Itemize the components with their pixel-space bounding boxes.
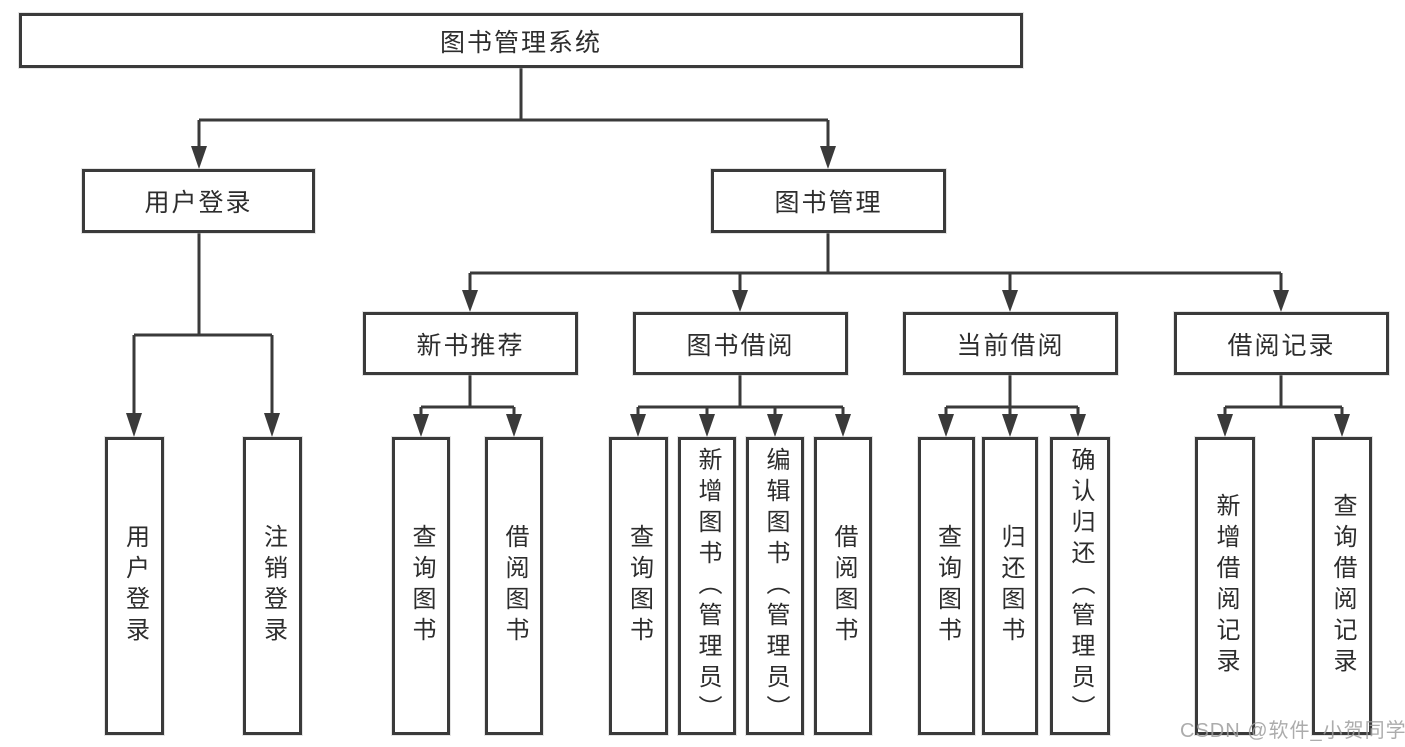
node-borrow-records: 借阅记录 [1174,312,1389,375]
node-label: 注销登录 [259,524,287,648]
node-label: 借阅图书 [830,524,857,648]
leaf-return-book: 归还图书 [982,437,1038,735]
leaf-confirm-return-admin: 确认归还（管理员） [1050,437,1110,735]
leaf-borrow-books-1: 借阅图书 [485,437,543,735]
node-label: 归还图书 [997,524,1024,648]
node-book-borrow: 图书借阅 [633,312,848,375]
csdn-watermark: CSDN @软件_小贺同学 [1180,720,1405,742]
node-label: 图书管理系统 [439,28,602,57]
node-label: 用户登录 [144,189,253,217]
leaf-query-books-3: 查询图书 [918,437,975,735]
node-label: 用户登录 [121,524,149,648]
node-label: 当前借阅 [956,331,1065,360]
node-label: 查询图书 [625,524,653,648]
node-label: 新书推荐 [416,331,525,360]
node-library-system: 图书管理系统 [19,13,1023,68]
node-label: 借阅记录 [1227,331,1336,360]
node-user-login: 用户登录 [82,169,315,233]
node-label: 查询借阅记录 [1329,493,1356,679]
node-label: 确认归还（管理员） [1067,446,1094,726]
node-label: 图书借阅 [686,331,795,360]
node-label: 新增借阅记录 [1212,493,1239,679]
node-book-management: 图书管理 [711,169,946,233]
leaf-add-borrow-record: 新增借阅记录 [1195,437,1255,735]
node-label: 查询图书 [933,524,961,648]
leaf-user-login: 用户登录 [105,437,164,735]
node-label: 编辑图书（管理员） [762,446,789,726]
leaf-logout: 注销登录 [243,437,302,735]
leaf-add-book-admin: 新增图书（管理员） [678,437,736,735]
leaf-query-books-1: 查询图书 [392,437,450,735]
node-label: 图书管理 [774,189,883,217]
node-label: 查询图书 [408,524,435,648]
node-label: 新增图书（管理员） [694,446,721,726]
node-label: 借阅图书 [501,524,528,648]
leaf-query-borrow-record: 查询借阅记录 [1312,437,1372,735]
leaf-edit-book-admin: 编辑图书（管理员） [746,437,804,735]
leaf-borrow-books-2: 借阅图书 [814,437,872,735]
node-current-borrow: 当前借阅 [903,312,1118,375]
leaf-query-books-2: 查询图书 [609,437,668,735]
node-new-book-recommend: 新书推荐 [363,312,578,375]
